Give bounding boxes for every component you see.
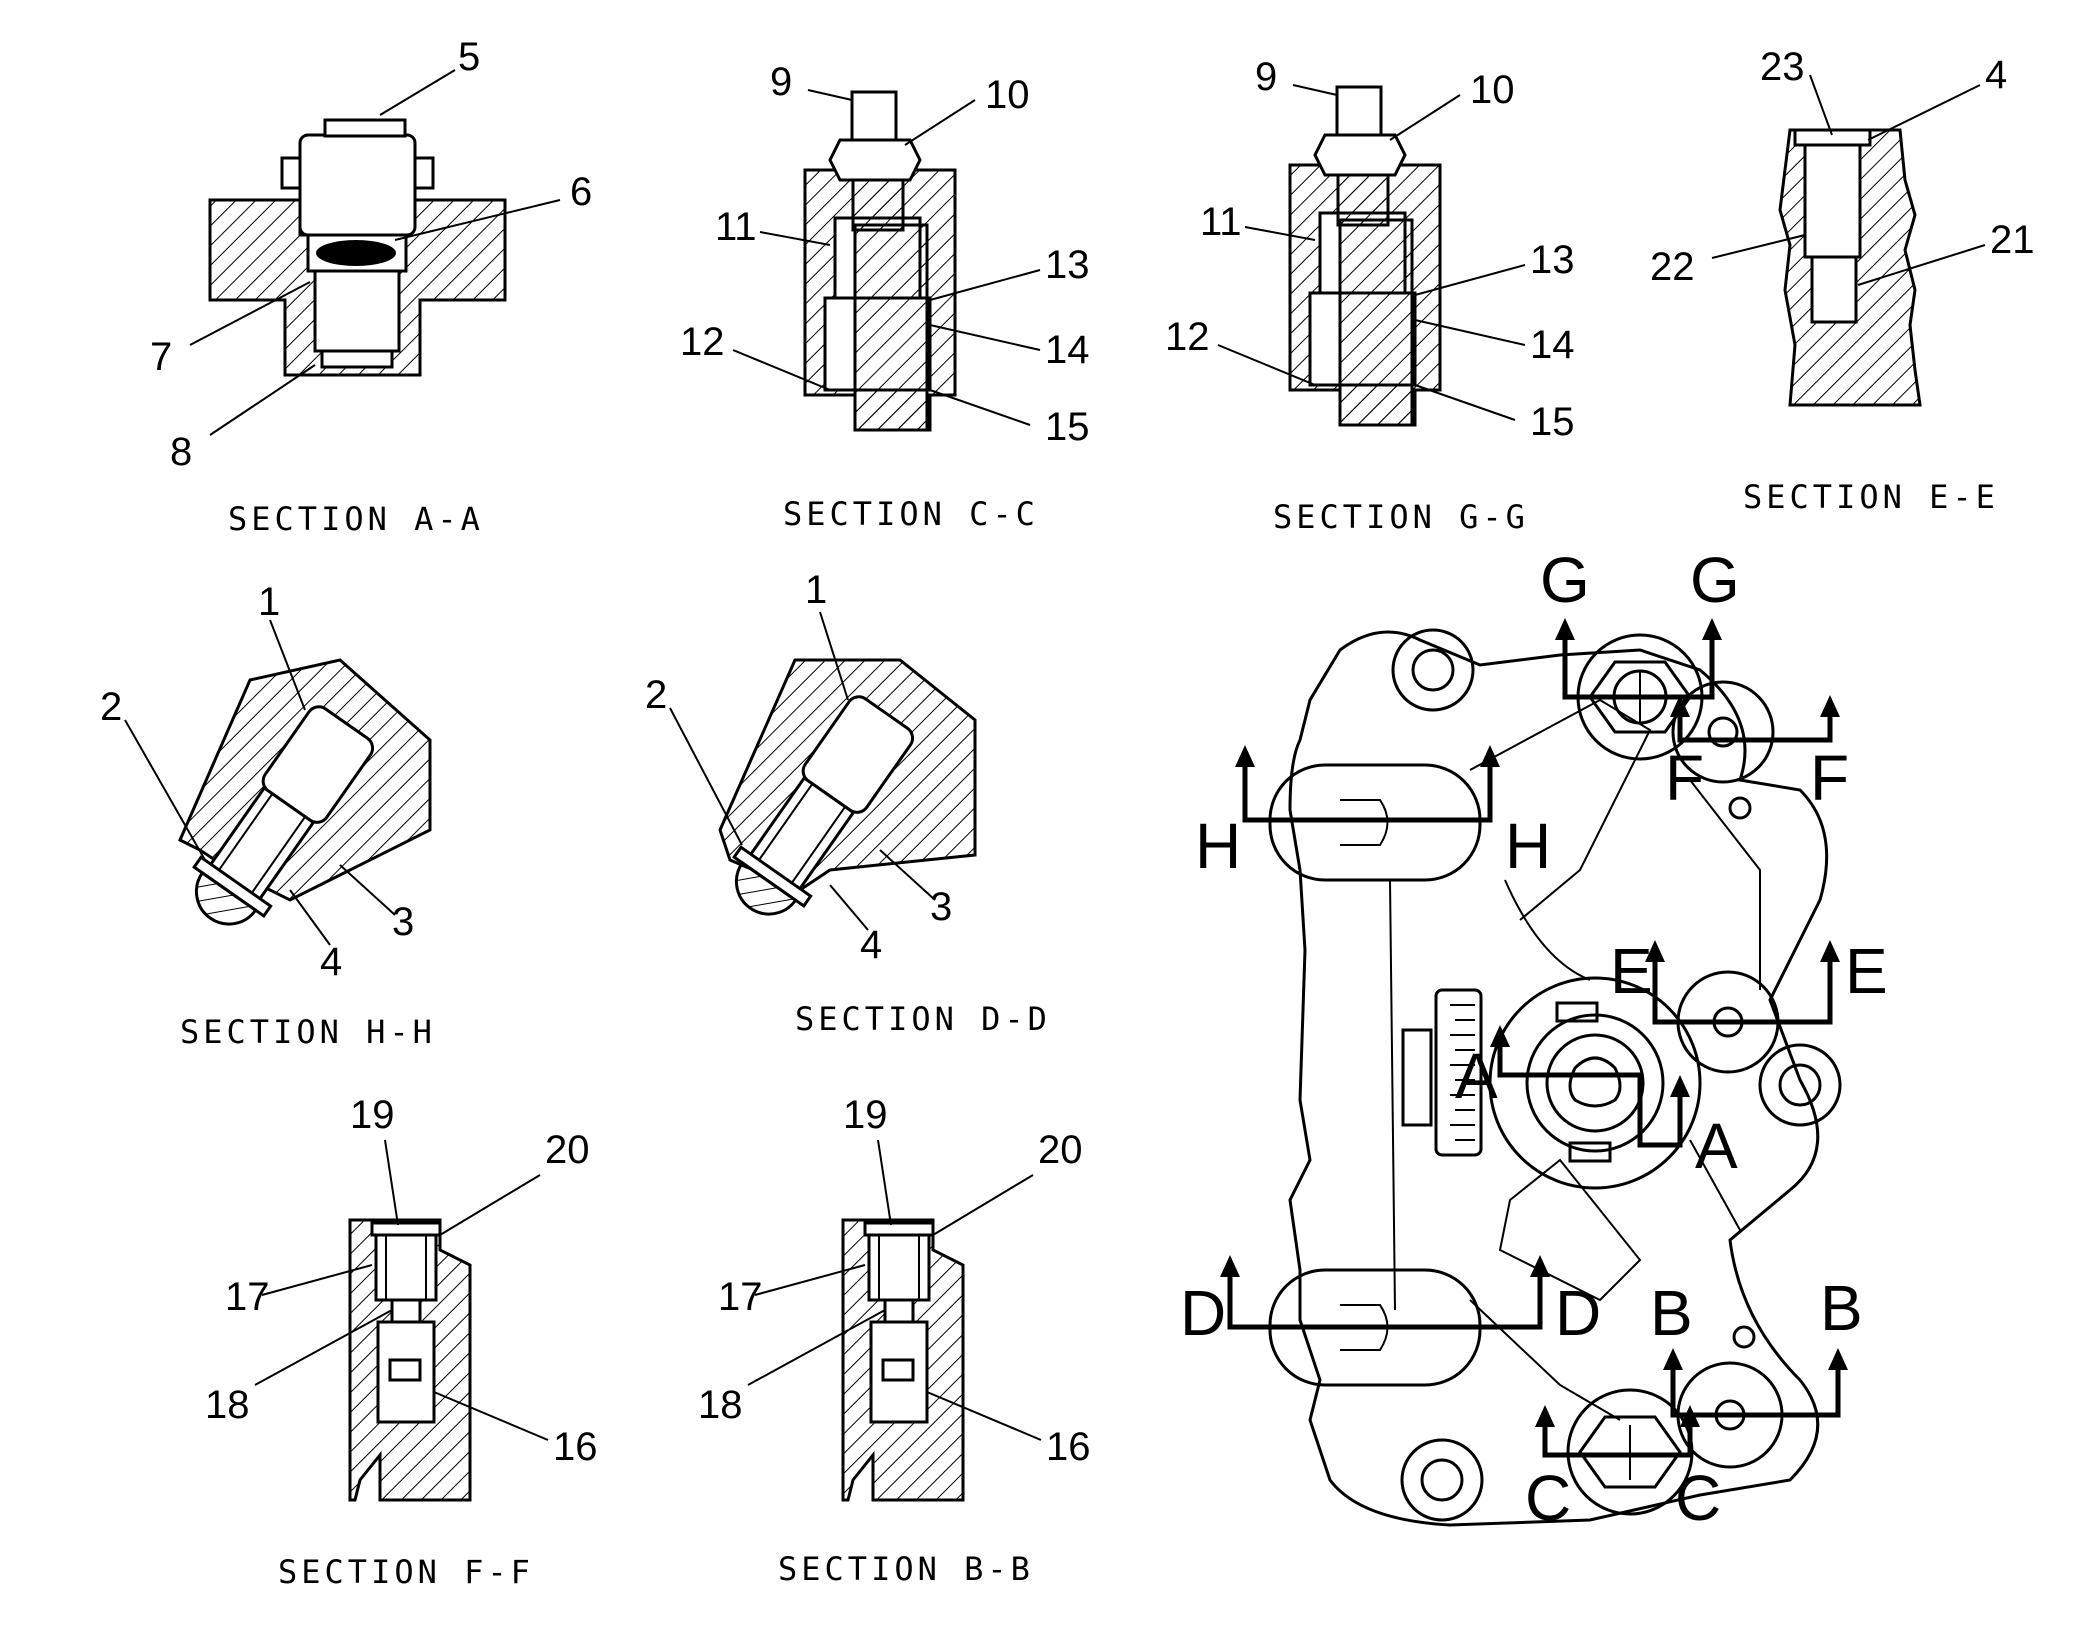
callout: 6 [570, 170, 592, 214]
callout: 11 [1200, 200, 1242, 244]
callout: 19 [350, 1093, 395, 1137]
callout: 21 [1990, 218, 2035, 262]
callout: 16 [1046, 1425, 1091, 1469]
cut-label: B [1820, 1272, 1863, 1344]
callout: 4 [860, 923, 882, 967]
callout: 17 [225, 1275, 270, 1319]
cut-label: D [1180, 1277, 1226, 1349]
callout: 19 [843, 1093, 888, 1137]
callout: 20 [545, 1128, 590, 1172]
section-a-a: 5 6 7 8 SECTION A-A [150, 35, 592, 538]
section-caption: SECTION B-B [778, 1550, 1034, 1588]
callout: 11 [715, 205, 757, 249]
section-e-e: 23 4 22 21 SECTION E-E [1650, 45, 2035, 516]
callout: 20 [1038, 1128, 1083, 1172]
section-caption: SECTION C-C [783, 495, 1039, 533]
callout: 23 [1760, 45, 1805, 89]
section-caption: SECTION G-G [1273, 498, 1529, 536]
callout: 14 [1045, 328, 1090, 372]
callout: 4 [1985, 53, 2007, 97]
callout: 16 [553, 1425, 598, 1469]
callout: 12 [1165, 315, 1210, 359]
callout: 15 [1045, 405, 1090, 449]
callout: 9 [1255, 55, 1277, 99]
callout: 15 [1530, 400, 1575, 444]
section-d-d: 1 2 3 4 SECTION D-D [645, 568, 1051, 1038]
callout: 1 [258, 580, 280, 624]
section-h-h: 1 2 3 4 SECTION H-H [100, 580, 436, 1051]
callout: 18 [698, 1383, 743, 1427]
callout: 14 [1530, 323, 1575, 367]
cut-label: E [1845, 935, 1888, 1007]
callout: 5 [458, 35, 480, 79]
section-caption: SECTION D-D [795, 1000, 1051, 1038]
cut-label: A [1455, 1040, 1498, 1112]
callout: 2 [645, 673, 667, 717]
callout: 8 [170, 430, 192, 474]
cut-label: G [1690, 544, 1740, 616]
cut-label: A [1695, 1110, 1738, 1182]
section-c-c: 9 10 11 13 12 14 15 SECTION C-C [680, 60, 1090, 533]
cut-label: C [1525, 1462, 1571, 1534]
callout: 13 [1530, 238, 1575, 282]
cut-label: G [1540, 544, 1590, 616]
callout: 4 [320, 940, 342, 984]
callout: 10 [1470, 68, 1515, 112]
cut-label: F [1810, 742, 1849, 814]
callout: 12 [680, 320, 725, 364]
cut-label: H [1195, 810, 1241, 882]
cut-label: E [1610, 935, 1653, 1007]
section-f-f: 19 20 17 18 16 SECTION F-F [205, 1093, 598, 1591]
callout: 3 [392, 900, 414, 944]
callout: 1 [805, 568, 827, 612]
section-caption: SECTION F-F [278, 1553, 534, 1591]
callout: 22 [1650, 245, 1695, 289]
cut-label: H [1505, 810, 1551, 882]
section-caption: SECTION A-A [228, 500, 484, 538]
callout: 2 [100, 685, 122, 729]
section-caption: SECTION H-H [180, 1013, 436, 1051]
cut-label: D [1555, 1277, 1601, 1349]
callout: 3 [930, 885, 952, 929]
section-b-b: 19 20 17 18 16 SECTION B-B [698, 1093, 1091, 1588]
callout: 13 [1045, 243, 1090, 287]
cut-label: F [1665, 742, 1704, 814]
section-g-g: 9 10 11 13 12 14 15 SECTION G-G [1165, 55, 1575, 536]
cut-label: B [1650, 1277, 1693, 1349]
section-caption: SECTION E-E [1743, 478, 1999, 516]
callout: 18 [205, 1383, 250, 1427]
callout: 9 [770, 60, 792, 104]
assembly-plan-view: G G F F H H E E A A D D B B C C [1180, 544, 1888, 1534]
callout: 17 [718, 1275, 763, 1319]
callout: 7 [150, 335, 172, 379]
cut-label: C [1675, 1462, 1721, 1534]
callout: 10 [985, 73, 1030, 117]
